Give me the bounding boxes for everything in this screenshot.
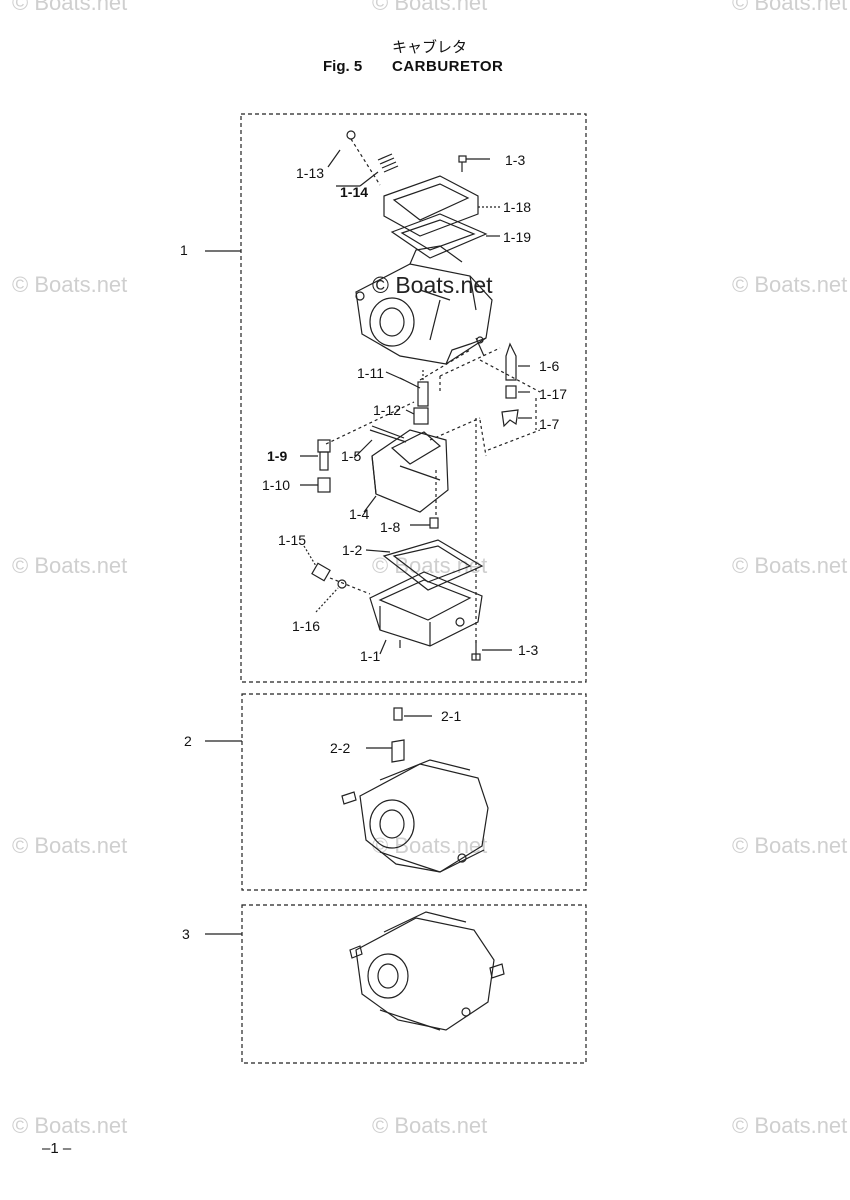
screw-1-13	[346, 130, 381, 186]
watermark: © Boats.net	[732, 1113, 848, 1138]
carburetor-body	[355, 245, 493, 365]
watermark: © Boats.net	[732, 553, 848, 578]
callout-1-6: 1-6	[539, 358, 560, 374]
group-1-frame	[240, 113, 587, 683]
callout-1-13: 1-13	[296, 165, 325, 181]
spring-1-14	[359, 153, 399, 187]
screw-1-3-bottom	[471, 640, 512, 661]
group-3-frame	[241, 904, 587, 1064]
needle-valve-1-6	[505, 342, 530, 381]
callout-1-14: 1-14	[340, 184, 369, 200]
callout-1-3-top: 1-3	[505, 152, 526, 168]
watermark: © Boats.net	[732, 0, 848, 15]
watermark: © Boats.net	[12, 833, 128, 858]
callout-1-17: 1-17	[539, 386, 568, 402]
watermark: © Boats.net	[12, 272, 128, 297]
callout-1-16: 1-16	[292, 618, 321, 634]
gasket-1-19	[390, 213, 500, 259]
figure-number: Fig. 5	[323, 58, 363, 75]
screw-1-3-top	[458, 155, 490, 172]
clip-1-7	[501, 409, 532, 428]
group-label-3: 3	[182, 926, 190, 942]
callout-1-4: 1-4	[349, 506, 370, 522]
part-1-8	[410, 517, 439, 529]
group-label-1: 1	[180, 242, 188, 258]
watermark: © Boats.net	[372, 1113, 488, 1138]
cover-1-18	[383, 175, 500, 237]
part-1-17	[505, 385, 530, 399]
watermark: © Boats.net	[372, 833, 488, 858]
figure-title: CARBURETOR	[392, 58, 504, 75]
callout-1-10: 1-10	[262, 477, 291, 493]
watermark: © Boats.net	[732, 272, 848, 297]
jet-1-11	[399, 370, 429, 407]
watermark: © Boats.net	[372, 0, 488, 15]
carburetor-assembly-2	[341, 707, 489, 873]
page-number: –1 –	[42, 1140, 72, 1157]
group-label-2: 2	[184, 733, 192, 749]
callout-1-15: 1-15	[278, 532, 307, 548]
callout-1-11: 1-11	[357, 365, 384, 381]
callout-1-8: 1-8	[380, 519, 401, 535]
callout-1-3-bottom: 1-3	[518, 642, 539, 658]
callout-1-18: 1-18	[503, 199, 532, 215]
callout-2-2: 2-2	[330, 740, 351, 756]
japanese-title: キャブレタ	[392, 38, 468, 56]
callout-1-7: 1-7	[539, 416, 560, 432]
callout-1-12: 1-12	[373, 402, 402, 418]
watermark: © Boats.net	[12, 0, 128, 15]
callout-1-19: 1-19	[503, 229, 532, 245]
callout-1-2: 1-2	[342, 542, 363, 558]
jet-1-9	[300, 439, 331, 471]
screw-1-15	[303, 545, 331, 582]
float-chamber-1-1	[369, 571, 483, 648]
callout-1-5: 1-5	[341, 448, 362, 464]
callout-1-9: 1-9	[267, 448, 288, 464]
callout-1-1: 1-1	[360, 648, 381, 664]
callout-2-1: 2-1	[441, 708, 462, 724]
watermark: © Boats.net	[732, 833, 848, 858]
pin-1-5	[369, 425, 407, 443]
jet-1-12	[405, 407, 429, 425]
watermark: © Boats.net	[12, 1113, 128, 1138]
plug-1-10	[300, 477, 331, 493]
float-1-4	[371, 429, 449, 513]
carburetor-assembly-3	[349, 911, 505, 1031]
group-2-frame	[241, 693, 587, 891]
watermark: © Boats.net	[12, 553, 128, 578]
washer-1-16	[315, 577, 371, 613]
gasket-1-2	[365, 539, 484, 591]
